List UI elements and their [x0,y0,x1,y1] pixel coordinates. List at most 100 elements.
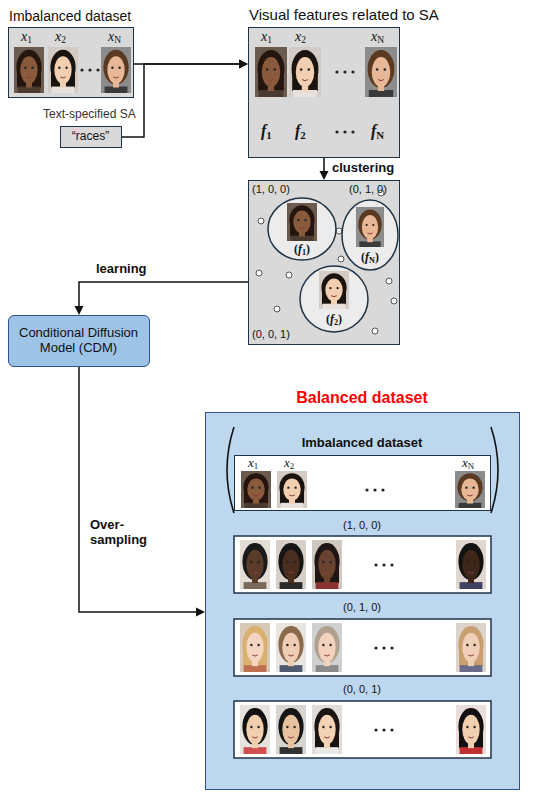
face-eye [293,644,295,646]
ellipsis-dot [335,70,338,73]
node-text: (0, 1, 0) [349,183,399,196]
face-mouth [252,655,257,656]
face-eye [322,726,324,728]
face-shirt [460,747,483,754]
face-shirt [52,87,75,93]
face-mouth [289,495,294,497]
feature-point [286,272,292,278]
face-background [277,471,307,508]
face-illustration [255,47,287,97]
face-illustration [240,705,270,754]
face-eye [24,67,26,69]
node-heading: Visual features related to SA [249,6,544,23]
face-skin [325,279,342,302]
face-shirt [323,304,346,309]
face-background [287,203,317,241]
face-eye [287,486,289,488]
node-text: x2 [295,29,321,45]
face-eye [294,486,296,488]
face-skin [262,57,281,87]
face-shirt [259,90,283,97]
ellipsis-dot [374,728,377,731]
feature-box: Visual features related to SAx1x2xNf1f2f… [248,27,400,158]
face-illustration [240,623,270,672]
face-illustration [312,540,342,589]
face-hair [458,543,483,580]
face-mouth [324,655,329,656]
face-mouth [324,572,329,573]
face-eye [322,561,324,563]
face-eye [286,726,288,728]
face-shirt [105,87,128,93]
face-skin [246,550,263,579]
face-illustration [365,47,397,97]
face-background [365,47,397,97]
node-heading: Balanced dataset [206,389,518,407]
face-background [356,207,384,247]
face-mouth [468,655,473,656]
ellipsis-dot [390,646,393,649]
arrowhead [320,171,329,180]
ellipsis-dot [365,488,368,491]
face-mouth [60,77,65,78]
face-eye [336,287,338,289]
face-background [456,623,486,672]
node-text: x2 [284,456,310,471]
face-mouth [324,737,329,738]
face-eye [329,726,331,728]
face-background [276,623,306,672]
face-illustration [456,705,486,754]
cluster-ellipse: (fN) [341,199,399,271]
ellipse-outline [268,198,336,260]
face-hair [242,543,267,580]
face-shirt [280,665,303,672]
balanced-dataset-panel: Balanced dataset(1, 0, 0)(0, 1, 0)(0, 0,… [205,412,520,790]
ellipsis-dot [381,488,384,491]
face-mouth [288,655,293,656]
face-eye [329,561,331,563]
image-row [234,536,491,593]
face-mouth [252,572,257,573]
edge-label: Over- sampling [90,518,162,548]
face-eye [465,486,467,488]
face-illustration [48,47,78,93]
face-illustration [312,623,342,672]
face-eye [266,68,269,71]
face-mouth [467,495,472,497]
face-skin [283,478,300,500]
face-background [319,271,349,309]
node-text: (1, 0, 0) [206,519,518,532]
face-eye [258,486,260,488]
face-illustration [356,207,384,247]
face-eye [308,68,311,71]
face-eye [473,561,475,563]
node-text: (fN) [341,251,399,265]
face-background [241,471,271,508]
face-eye [322,644,324,646]
node-heading: Imbalanced dataset [235,436,489,451]
face-illustration [277,471,307,508]
feature-point [336,228,342,234]
face-shirt [245,503,268,508]
feature-point [386,278,392,284]
face-eye [366,224,368,226]
face-hair [103,50,128,85]
node-text: x2 [55,29,81,45]
face-background [312,540,342,589]
face-eye [384,68,387,71]
face-skin [20,56,37,84]
face-illustration [101,47,131,93]
face-mouth [268,80,274,81]
face-skin [461,478,478,500]
face-shirt [280,747,303,754]
face-shirt [293,90,317,97]
face-mouth [26,77,31,78]
face-eye [250,561,252,563]
face-shirt [460,665,483,672]
ellipsis-dot [374,646,377,649]
face-skin [246,633,263,662]
ellipsis-dot [382,728,385,731]
node-text: (f2) [299,313,369,327]
node-text: xN [462,456,488,471]
face-skin [247,478,264,500]
